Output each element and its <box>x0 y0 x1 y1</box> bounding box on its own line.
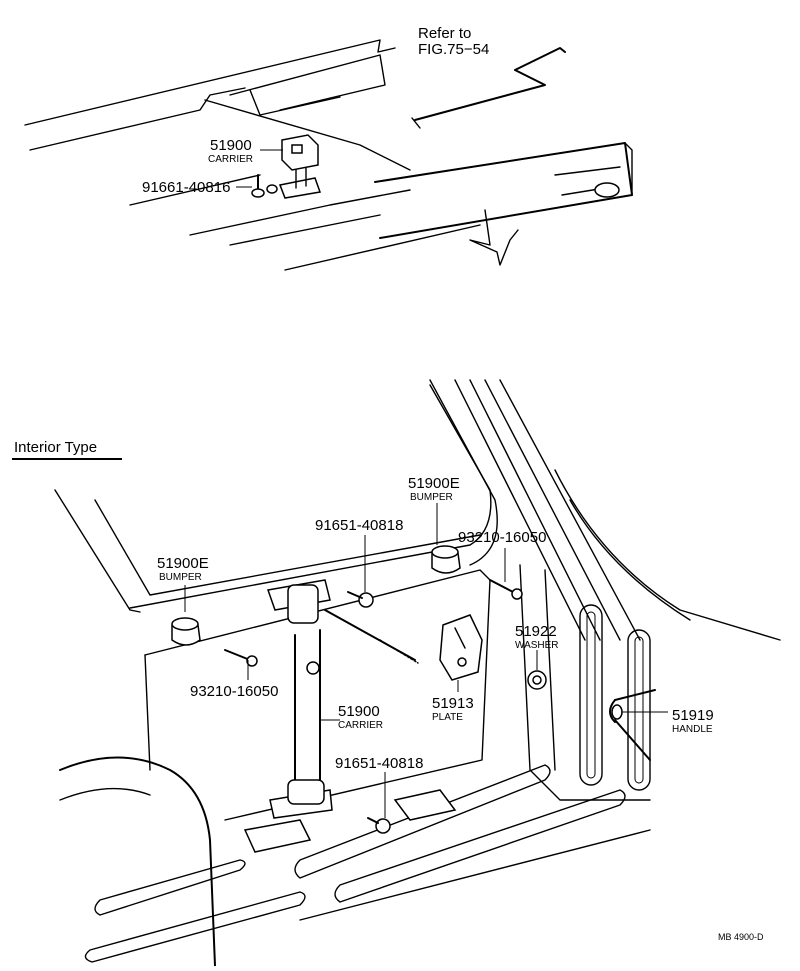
top-bolt-number: 91661-40816 <box>142 179 230 196</box>
washer-name: WASHER <box>515 640 559 651</box>
section-title: Interior Type <box>14 439 97 456</box>
plate-number: 51913 <box>432 695 474 712</box>
bumper-right-number: 51900E <box>408 475 460 492</box>
top-frame-view <box>24 39 633 271</box>
carrier-number: 51900 <box>338 703 380 720</box>
interior-view <box>54 379 781 967</box>
top-carrier-name: CARRIER <box>208 154 253 165</box>
carrier-name: CARRIER <box>338 720 383 731</box>
reference-note-line2: FIG.75−54 <box>418 41 489 58</box>
reference-note-line1: Refer to <box>418 25 471 42</box>
bumper-left-name: BUMPER <box>159 572 202 583</box>
washer-number: 51922 <box>515 623 557 640</box>
bumper-left-number: 51900E <box>157 555 209 572</box>
nut-upper-number: 91651-40818 <box>315 517 403 534</box>
handle-name: HANDLE <box>672 724 713 735</box>
nut-lower-number: 91651-40818 <box>335 755 423 772</box>
drawing-code: MB 4900-D <box>718 932 764 942</box>
bumper-right-name: BUMPER <box>410 492 453 503</box>
top-carrier-number: 51900 <box>210 137 252 154</box>
bolt-right-number: 93210-16050 <box>458 529 546 546</box>
bolt-left-number: 93210-16050 <box>190 683 278 700</box>
callout-labels: Refer to FIG.75−54 51900 CARRIER 91661-4… <box>12 25 764 942</box>
handle-number: 51919 <box>672 707 714 724</box>
plate-name: PLATE <box>432 712 463 723</box>
